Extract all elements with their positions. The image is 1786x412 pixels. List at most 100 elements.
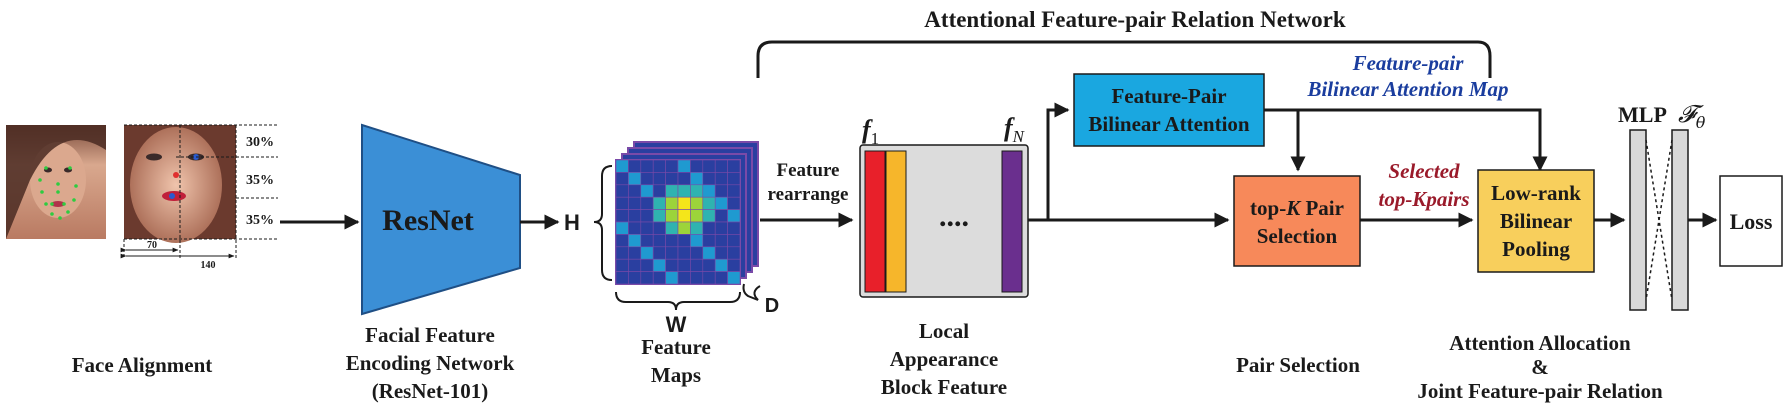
pair-selection-line1: top-K Pair — [1250, 196, 1344, 220]
heatmap-cell — [727, 172, 741, 186]
heatmap-cell — [615, 196, 629, 210]
heatmap-cell — [665, 184, 679, 198]
heatmap-cell — [714, 234, 728, 248]
alignment-guides — [123, 124, 278, 258]
heatmap-cell — [702, 246, 716, 260]
heatmap-cell — [690, 184, 704, 198]
heatmap-cell — [714, 221, 728, 235]
pooling-caption-2: & — [1531, 355, 1549, 379]
heatmap-cell — [628, 271, 642, 285]
heatmap-cell — [727, 246, 741, 260]
heatmap-cell — [665, 234, 679, 248]
bilinear-attention-box — [1073, 73, 1265, 147]
h-label: H — [564, 210, 580, 235]
heatmap-cell — [628, 258, 642, 272]
pct-top-label: 30% — [246, 135, 274, 150]
heatmap-cell — [727, 271, 741, 285]
height-brace — [593, 165, 613, 281]
heatmap-cell — [615, 234, 629, 248]
heatmap-cell — [628, 209, 642, 223]
heatmap-cell — [628, 184, 642, 198]
heatmap-cell — [628, 221, 642, 235]
pooling-line2: Bilinear — [1500, 209, 1572, 233]
heatmap-cell — [702, 196, 716, 210]
attention-map-label-2: Bilinear Attention Map — [1306, 77, 1508, 101]
heatmap-cell — [665, 246, 679, 260]
heatmap-cell — [677, 221, 691, 235]
heatmap-cell — [640, 209, 654, 223]
heatmap-cell — [652, 221, 666, 235]
heatmap-cell — [690, 246, 704, 260]
heatmap-cell — [727, 184, 741, 198]
heatmap-cell — [628, 196, 642, 210]
pair-selection-line2: Selection — [1257, 224, 1338, 248]
heatmap-cell — [640, 258, 654, 272]
pooling-line1: Low-rank — [1491, 181, 1581, 205]
network-title: Attentional Feature-pair Relation Networ… — [924, 7, 1346, 32]
heatmap-cell — [690, 221, 704, 235]
bilinear-attention-line1: Feature-Pair — [1111, 84, 1226, 108]
dimension-arrows — [120, 247, 235, 259]
feature-f1-bar — [864, 150, 886, 293]
heatmap-cell — [615, 209, 629, 223]
heatmap-cell — [615, 271, 629, 285]
d-label: D — [765, 295, 779, 317]
mlp-block — [1629, 129, 1689, 311]
fn-label: fN — [1004, 113, 1026, 146]
heatmap-cell — [615, 159, 629, 173]
mlp-function-label: 𝓕θ — [1678, 100, 1706, 132]
feature-fn-bar — [1001, 150, 1023, 293]
heatmap-cell — [714, 172, 728, 186]
heatmap-cell — [628, 159, 642, 173]
resnet-label: ResNet — [382, 204, 474, 237]
arrow-attention-to-pooling — [1264, 108, 1548, 172]
heatmap-cell — [615, 246, 629, 260]
heatmap-cell — [677, 209, 691, 223]
heatmap-cell — [727, 209, 741, 223]
depth-brace — [742, 283, 761, 301]
attention-map-label-1: Feature-pair — [1352, 51, 1465, 75]
heatmap-cell — [628, 234, 642, 248]
pair-selection-caption: Pair Selection — [1236, 353, 1360, 377]
heatmap-cell — [690, 196, 704, 210]
heatmap-cell — [615, 221, 629, 235]
heatmap-cell — [727, 221, 741, 235]
pooling-box — [1477, 169, 1595, 273]
face-alignment-caption: Face Alignment — [72, 353, 213, 377]
feature-maps-caption-2: Maps — [651, 363, 701, 387]
pair-selection-box — [1233, 175, 1361, 267]
width-brace — [615, 291, 741, 311]
heatmap-cell — [702, 271, 716, 285]
heatmap-cell — [727, 258, 741, 272]
heatmap-cell — [640, 234, 654, 248]
heatmap-cell — [702, 209, 716, 223]
heatmap-cell — [640, 159, 654, 173]
heatmap-cell — [677, 246, 691, 260]
arrow-block-to-attention — [1046, 102, 1070, 220]
heatmap-cell — [665, 258, 679, 272]
heatmap-cell — [677, 184, 691, 198]
title-brace — [756, 40, 1492, 78]
heatmap-cell — [690, 234, 704, 248]
heatmap-cell — [702, 159, 716, 173]
heatmap-cell — [615, 184, 629, 198]
heatmap-cell — [665, 209, 679, 223]
heatmap-cell — [652, 184, 666, 198]
heatmap-cell — [677, 159, 691, 173]
feature-map-stack — [615, 141, 759, 285]
heatmap-cell — [652, 246, 666, 260]
bilinear-attention-line2: Bilinear Attention — [1088, 112, 1250, 136]
dim-large-label: 140 — [201, 260, 216, 271]
feature-map-heatmap — [615, 159, 741, 285]
pooling-caption-3: Joint Feature-pair Relation — [1417, 379, 1663, 403]
heatmap-cell — [714, 184, 728, 198]
loss-box — [1719, 175, 1783, 267]
pct-mid-label: 35% — [246, 173, 274, 188]
mlp-label: MLP — [1618, 102, 1667, 127]
heatmap-cell — [677, 258, 691, 272]
pooling-caption-1: Attention Allocation — [1449, 331, 1631, 355]
w-label: W — [666, 312, 687, 337]
heatmap-cell — [652, 196, 666, 210]
heatmap-cell — [640, 196, 654, 210]
